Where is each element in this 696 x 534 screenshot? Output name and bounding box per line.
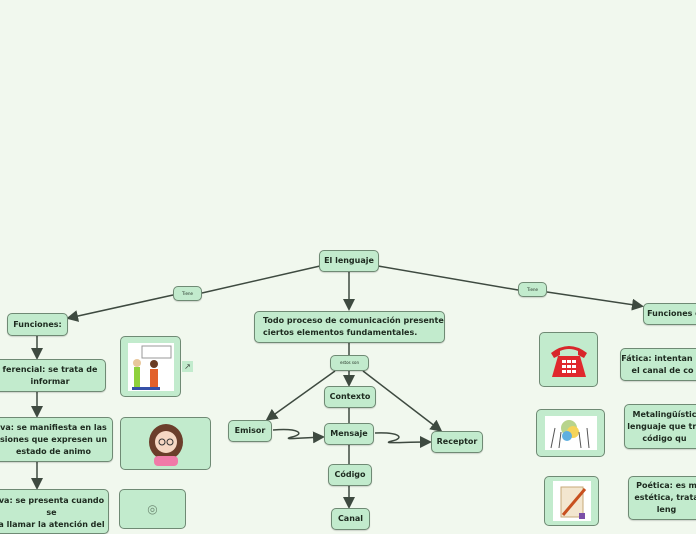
quill-scroll-image[interactable] [544, 476, 599, 526]
girl-image[interactable] [120, 417, 211, 470]
telephone-image[interactable] [539, 332, 598, 387]
link-label-center[interactable]: estos son [330, 355, 369, 371]
receiver-node[interactable]: Receptor [431, 431, 483, 453]
sender-node[interactable]: Emisor [228, 420, 272, 442]
communication-process-node[interactable]: Todo proceso de comunicación presente ci… [254, 311, 445, 343]
camera-icon: ◎ [147, 502, 158, 516]
channel-node[interactable]: Canal [331, 508, 370, 530]
quill-scroll-illustration-icon [552, 481, 591, 521]
code-node[interactable]: Código [328, 464, 372, 486]
telephone-icon [550, 345, 587, 377]
metalinguistic-function-node[interactable]: Metalingüístic lenguaje que tra código q… [624, 404, 696, 449]
people-image[interactable] [536, 409, 605, 457]
conversation-illustration-icon [127, 342, 174, 391]
conative-function-node[interactable]: va: se presenta cuando se a llamar la at… [0, 489, 109, 534]
conversation-image[interactable] [120, 336, 181, 397]
functions-node-right[interactable]: Funciones d [643, 303, 696, 325]
functions-node-left[interactable]: Funciones: [7, 313, 68, 336]
people-illustration-icon [544, 416, 597, 450]
external-link-icon[interactable]: ↗ [182, 361, 193, 372]
message-node[interactable]: Mensaje [324, 423, 374, 445]
poetic-function-node[interactable]: Poética: es m estética, trata leng [628, 476, 696, 520]
link-label-right[interactable]: Tiene [518, 282, 547, 297]
link-label-left[interactable]: Tiene [173, 286, 202, 301]
expressive-function-node[interactable]: va: se manifiesta en las siones que expr… [0, 417, 113, 462]
phatic-function-node[interactable]: Fática: intentan m el canal de co [620, 348, 696, 381]
image-placeholder[interactable]: ◎ [119, 489, 186, 529]
root-node[interactable]: El lenguaje [319, 250, 379, 272]
referential-function-node[interactable]: ferencial: se trata de informar [0, 359, 106, 392]
context-node[interactable]: Contexto [324, 386, 376, 408]
girl-illustration-icon [148, 423, 183, 466]
connector-lines [31, 265, 644, 509]
